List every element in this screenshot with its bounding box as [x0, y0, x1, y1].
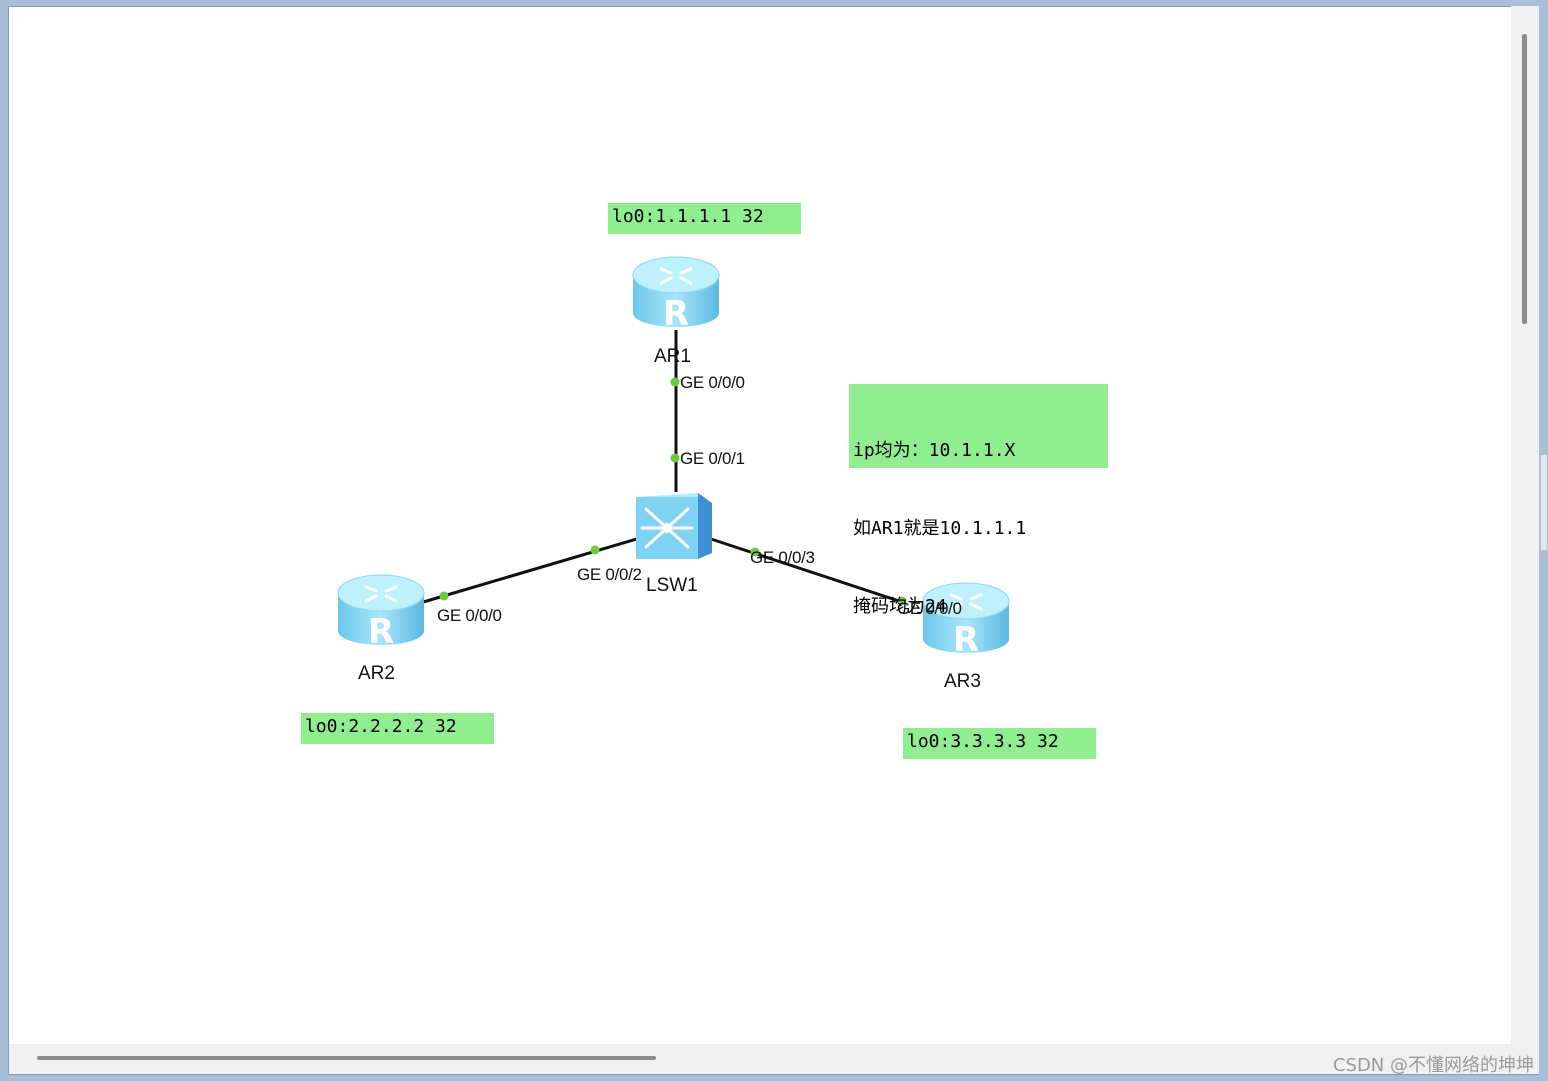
port-dot-ar3[interactable] [897, 596, 907, 606]
vertical-scrollbar-thumb[interactable] [1522, 34, 1527, 324]
port-label-ar2: GE 0/0/0 [437, 606, 502, 625]
svg-text:R: R [953, 620, 979, 659]
router-icon: R [337, 574, 425, 652]
router-icon: R [632, 256, 720, 334]
port-label-ar1: GE 0/0/0 [680, 373, 745, 392]
port-dot-lsw1-ar1[interactable] [670, 453, 680, 463]
horizontal-scrollbar-thumb[interactable] [37, 1056, 656, 1060]
device-label-ar2: AR2 [358, 663, 395, 684]
note-ip-line-3: 掩码均为24 [853, 596, 947, 617]
note-ar3-loopback[interactable]: lo0:3.3.3.3 32 [903, 728, 1096, 759]
svg-text:R: R [368, 612, 394, 651]
port-dot-lsw1-ar2[interactable] [590, 545, 600, 555]
router-ar1[interactable]: R [631, 253, 721, 338]
note-ip-info[interactable]: ip均为：10.1.1.X 如AR1就是10.1.1.1 掩码均为24 [849, 384, 1108, 617]
router-ar3[interactable]: R [921, 579, 1011, 664]
port-label-lsw1-ar1: GE 0/0/1 [680, 449, 745, 468]
router-icon: R [922, 582, 1010, 660]
port-dot-ar2[interactable] [439, 591, 449, 601]
port-dot-ar1[interactable] [670, 377, 680, 387]
switch-icon [636, 493, 712, 559]
switch-lsw1[interactable] [632, 485, 714, 570]
device-label-lsw1: LSW1 [646, 575, 698, 596]
note-ar2-loopback[interactable]: lo0:2.2.2.2 32 [301, 713, 494, 744]
side-panel-handle[interactable] [1540, 455, 1547, 550]
topology-canvas[interactable] [8, 6, 1539, 1075]
note-ip-line-2: 如AR1就是10.1.1.1 [853, 518, 1027, 539]
link-lsw1-ar3[interactable] [707, 536, 906, 605]
port-label-lsw1-ar2: GE 0/0/2 [577, 565, 642, 584]
port-label-lsw1-ar3: GE 0/0/3 [750, 548, 815, 567]
link-ar2-lsw1[interactable] [419, 536, 641, 605]
svg-text:R: R [663, 294, 689, 333]
device-label-ar1: AR1 [654, 346, 691, 367]
note-ip-line-1: ip均为：10.1.1.X [853, 440, 1016, 461]
port-dot-lsw1-ar3[interactable] [750, 547, 760, 557]
note-ar1-loopback[interactable]: lo0:1.1.1.1 32 [608, 203, 801, 234]
router-ar2[interactable]: R [336, 571, 426, 656]
watermark: CSDN @不懂网络的坤坤 [1332, 1055, 1534, 1076]
device-label-ar3: AR3 [944, 671, 981, 692]
port-label-ar3: GE 0/0/0 [897, 599, 962, 618]
